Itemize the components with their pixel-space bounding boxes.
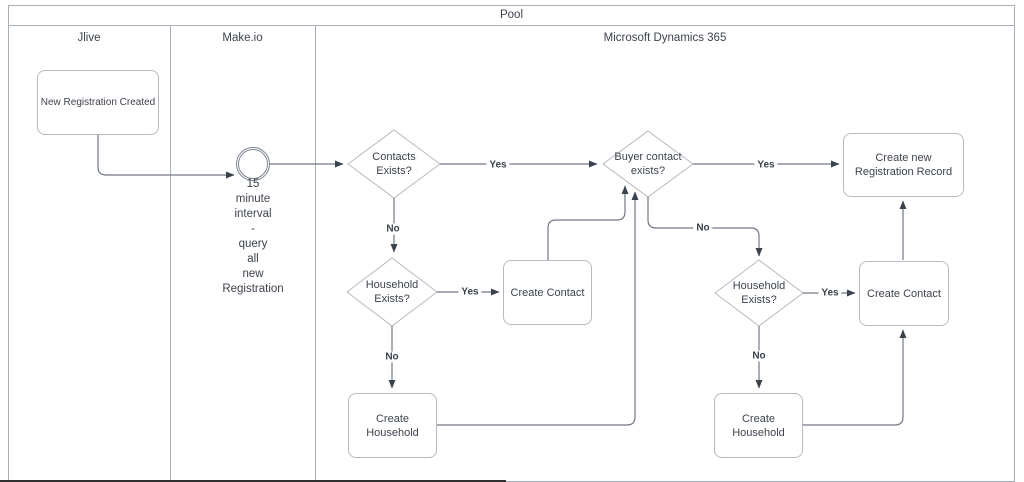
task-label: Create Contact <box>510 286 585 299</box>
edge-newreg-to-timer <box>97 135 235 179</box>
task-label: Create Contact <box>867 287 941 300</box>
event-inner-ring <box>238 149 268 179</box>
edge-label-household-left-no: No <box>382 351 402 363</box>
edge-label-household-right-no: No <box>749 350 769 362</box>
edge-label-household-right-yes: Yes <box>818 287 842 299</box>
pool-header-divider <box>8 25 1015 26</box>
decision-household-left-label: Household Exists? <box>365 279 419 305</box>
edge-create-contact-left-to-buyer <box>547 185 629 260</box>
decision-buyer-contact-label: Buyer contact exists? <box>614 151 682 177</box>
edge-create-household-left-to-buyer <box>437 191 639 426</box>
lane-title-jlive: Jlive <box>77 32 101 44</box>
bottom-edge-artifact <box>0 480 506 482</box>
edge-label-buyer-no: No <box>693 222 713 234</box>
task-label: New Registration Created <box>40 96 156 108</box>
task-create-contact-right: Create Contact <box>859 261 949 326</box>
task-new-registration-created: New Registration Created <box>37 70 159 135</box>
pool-title: Pool <box>499 9 524 21</box>
task-label: Create Household <box>732 412 785 439</box>
decision-contacts-exists-label: Contacts Exists? <box>372 151 416 177</box>
edge-label-household-left-yes: Yes <box>458 286 482 298</box>
timer-event-caption: 15 minute interval - query all new Regis… <box>222 178 284 295</box>
task-label: Create Household <box>366 412 419 439</box>
lane-title-makeio: Make.io <box>222 32 263 44</box>
edge-label-contacts-yes: Yes <box>486 159 510 171</box>
edge-create-household-right-to-create-contact <box>803 329 907 426</box>
task-create-contact-left: Create Contact <box>503 260 592 325</box>
lane-title-dynamics365: Microsoft Dynamics 365 <box>603 32 727 44</box>
edge-label-buyer-yes: Yes <box>754 159 778 171</box>
edge-label-contacts-no: No <box>383 223 403 235</box>
lane-divider-jlive-makeio <box>170 25 171 482</box>
decision-household-right-label: Household Exists? <box>732 280 786 306</box>
intermediate-timer-event-icon <box>236 147 270 181</box>
task-create-new-registration-record: Create new Registration Record <box>843 133 964 197</box>
lane-divider-makeio-dynamics <box>315 25 316 482</box>
task-create-household-left: Create Household <box>348 393 437 458</box>
task-create-household-right: Create Household <box>714 393 803 458</box>
task-label: Create new Registration Record <box>854 152 953 178</box>
